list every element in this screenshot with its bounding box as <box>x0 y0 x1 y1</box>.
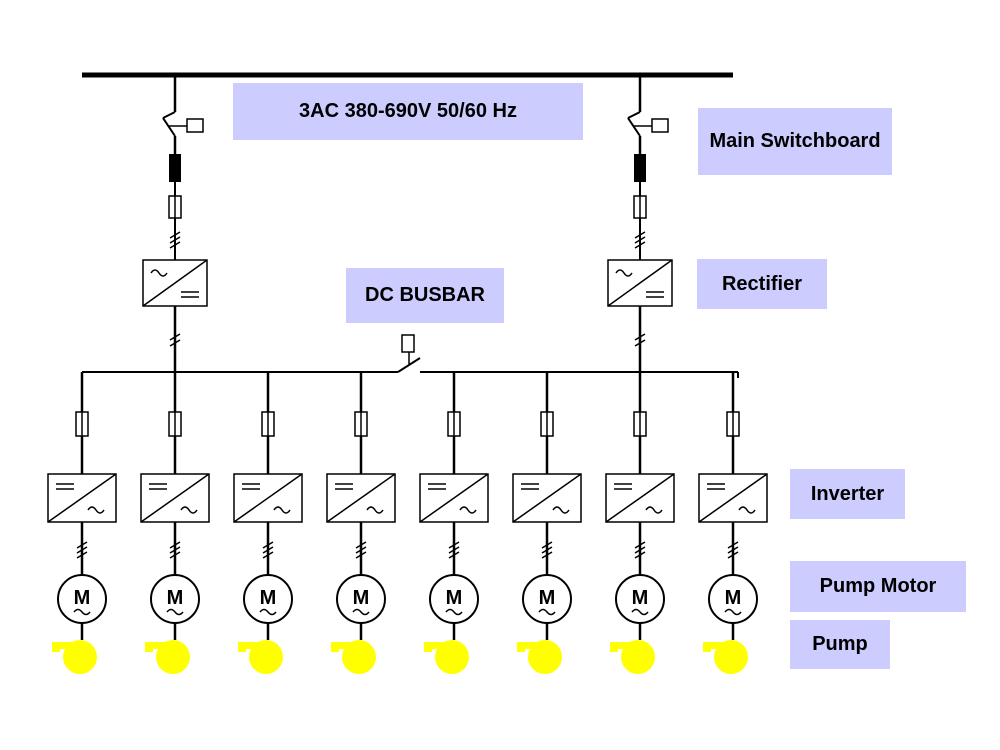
three-phase-mark-icon <box>262 541 274 559</box>
inverter-label: Inverter <box>790 469 905 519</box>
fuse-icon <box>726 411 740 437</box>
motor-letter: M <box>74 587 91 609</box>
motor-letter: M <box>725 587 742 609</box>
drive-3: M <box>233 372 303 674</box>
drive-4: M <box>326 372 396 674</box>
main-switchboard-label: Main Switchboard <box>698 108 892 175</box>
fuse-icon <box>75 411 89 437</box>
three-phase-mark-icon <box>169 541 181 559</box>
three-phase-mark-icon <box>727 541 739 559</box>
inverter-icon <box>233 473 303 523</box>
drive-8: M <box>698 372 768 674</box>
inverter-icon <box>419 473 489 523</box>
motor-letter: M <box>167 587 184 609</box>
pump-label: Pump <box>790 620 890 669</box>
motor-letter: M <box>260 587 277 609</box>
breaker-switch-icon <box>162 111 204 137</box>
drive-2: M <box>140 372 210 674</box>
motor-letter: M <box>539 587 556 609</box>
three-phase-mark-icon <box>355 541 367 559</box>
pump-icon <box>331 640 376 674</box>
reactor-icon <box>634 154 646 182</box>
reactor-icon <box>169 154 181 182</box>
three-phase-mark-icon <box>541 541 553 559</box>
three-phase-mark-icon <box>76 541 88 559</box>
fuse-icon <box>447 411 461 437</box>
fuse-icon <box>540 411 554 437</box>
inverter-icon <box>47 473 117 523</box>
rectifier-label: Rectifier <box>697 259 827 309</box>
pump-icon <box>145 640 190 674</box>
inverter-icon <box>326 473 396 523</box>
drive-7: M <box>605 372 675 674</box>
motor-letter: M <box>632 587 649 609</box>
inverter-icon <box>140 473 210 523</box>
fuse-icon <box>354 411 368 437</box>
drive-5: M <box>419 372 489 674</box>
rectifier-icon <box>142 259 208 307</box>
fuse-icon <box>633 411 647 437</box>
dc-busbar-label: DC BUSBAR <box>346 268 504 323</box>
dc-mark-icon <box>634 333 646 347</box>
motor-icon: M <box>615 574 665 624</box>
motor-icon: M <box>57 574 107 624</box>
feeder-2 <box>607 75 673 372</box>
pump-icon <box>610 640 655 674</box>
fuse-icon <box>633 195 647 219</box>
feeder-1 <box>142 75 208 372</box>
drive-1: M <box>47 372 117 674</box>
fuse-icon <box>261 411 275 437</box>
pump-icon <box>52 640 97 674</box>
three-phase-mark-icon <box>634 541 646 559</box>
rectifier-icon <box>607 259 673 307</box>
drive-6: M <box>512 372 582 674</box>
motor-icon: M <box>429 574 479 624</box>
pump-icon <box>424 640 469 674</box>
pump-icon <box>703 640 748 674</box>
motor-icon: M <box>708 574 758 624</box>
motor-letter: M <box>353 587 370 609</box>
pump-motor-label: Pump Motor <box>790 561 966 612</box>
three-phase-mark-icon <box>634 231 646 249</box>
motor-icon: M <box>243 574 293 624</box>
three-phase-mark-icon <box>169 231 181 249</box>
pump-icon <box>238 640 283 674</box>
bus-tie-switch-icon <box>397 334 421 373</box>
inverter-icon <box>698 473 768 523</box>
inverter-icon <box>512 473 582 523</box>
pump-icon <box>517 640 562 674</box>
breaker-switch-icon <box>627 111 669 137</box>
motor-letter: M <box>446 587 463 609</box>
dc-mark-icon <box>169 333 181 347</box>
fuse-icon <box>168 411 182 437</box>
inverter-icon <box>605 473 675 523</box>
motor-icon: M <box>150 574 200 624</box>
supply-voltage-label: 3AC 380-690V 50/60 Hz <box>233 83 583 140</box>
three-phase-mark-icon <box>448 541 460 559</box>
fuse-icon <box>168 195 182 219</box>
motor-icon: M <box>336 574 386 624</box>
motor-icon: M <box>522 574 572 624</box>
